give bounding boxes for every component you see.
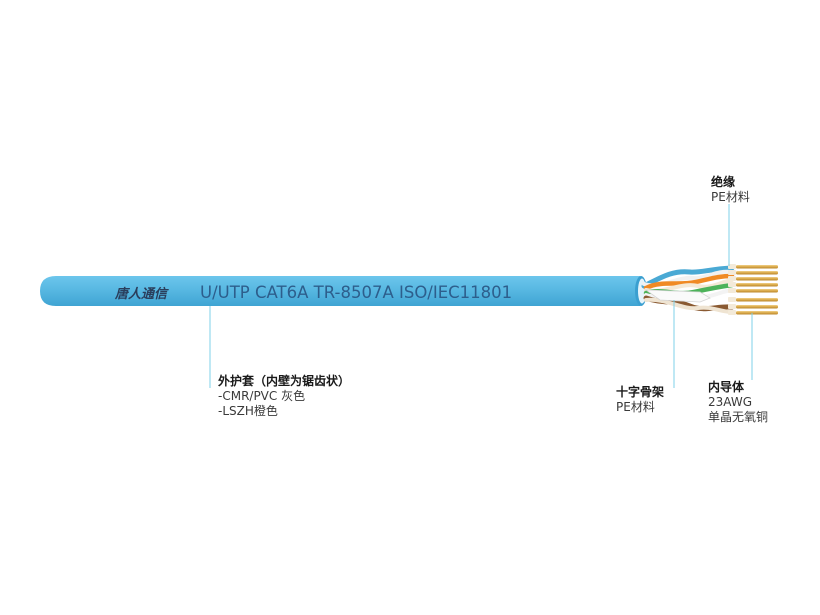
- cable-print-text: U/UTP CAT6A TR-8507A ISO/IEC11801: [200, 283, 512, 302]
- cross-filler-title: 十字骨架: [616, 385, 665, 399]
- insulation-sleeves: [728, 264, 736, 315]
- cable-brand: 唐人通信: [114, 286, 169, 302]
- conductor-material: 单晶无氧铜: [708, 410, 769, 424]
- conductor-label: 内导体 23AWG 单晶无氧铜: [708, 380, 768, 425]
- conductor-gauge: 23AWG: [708, 395, 752, 409]
- cross-filler-material: PE材料: [616, 400, 655, 414]
- jacket-title: 外护套（内壁为锯齿状）: [218, 374, 351, 388]
- jacket-line-1: -CMR/PVC 灰色: [218, 389, 306, 403]
- leader-lines: [209, 204, 753, 388]
- insulation-label: 绝缘 PE材料: [711, 175, 750, 205]
- jacket-label: 外护套（内壁为锯齿状） -CMR/PVC 灰色 -LSZH橙色: [218, 374, 350, 419]
- cross-filler-label: 十字骨架 PE材料: [616, 385, 664, 415]
- insulation-material: PE材料: [711, 190, 750, 204]
- copper-conductors: [736, 265, 778, 315]
- jacket-line-2: -LSZH橙色: [218, 404, 278, 418]
- conductor-title: 内导体: [708, 380, 745, 394]
- insulation-title: 绝缘: [711, 175, 736, 189]
- twisted-pairs: [641, 265, 735, 314]
